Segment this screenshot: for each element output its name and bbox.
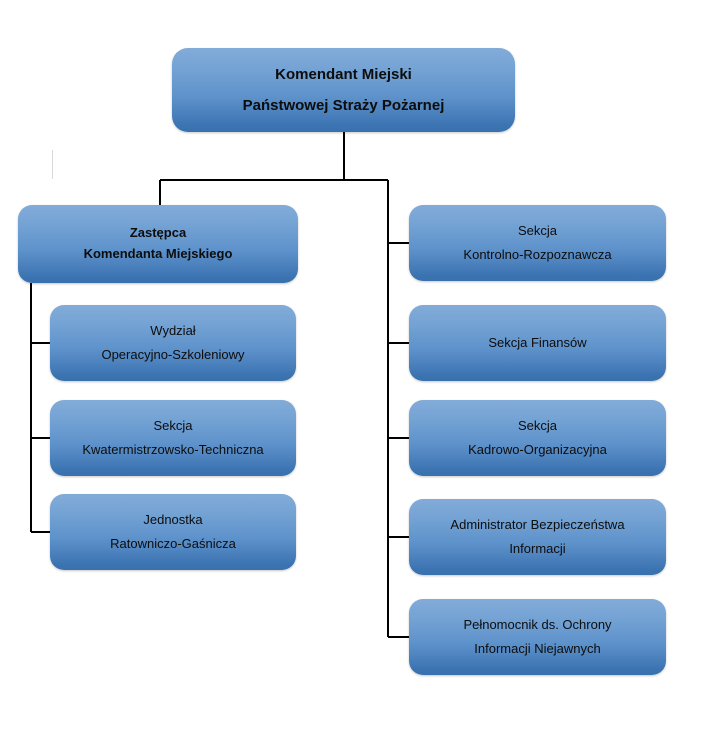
node-administrator-bezpieczenstwa-informacji[interactable]: Administrator Bezpieczeństwa Informacji <box>409 499 666 575</box>
node-pelnomocnik-ochrony-informacji-niejawnych-label: Pełnomocnik ds. Ochrony Informacji Nieja… <box>463 616 612 656</box>
artifact-mark <box>52 150 53 179</box>
node-wydzial-operacyjno-szkoleniowy-label: Wydział Operacyjno-Szkoleniowy <box>101 322 245 362</box>
node-sekcja-kwatermistrzowsko-techniczna[interactable]: Sekcja Kwatermistrzowsko-Techniczna <box>50 400 296 476</box>
node-zastepca-komendanta[interactable]: Zastępca Komendanta Miejskiego <box>18 205 298 283</box>
node-jednostka-ratowniczo-gasnicza[interactable]: Jednostka Ratowniczo-Gaśnicza <box>50 494 296 570</box>
node-komendant-miejski[interactable]: Komendant Miejski Państwowej Straży Poża… <box>172 48 515 132</box>
node-sekcja-kwatermistrzowsko-techniczna-label: Sekcja Kwatermistrzowsko-Techniczna <box>82 417 264 457</box>
node-sekcja-kadrowo-organizacyjna-label: Sekcja Kadrowo-Organizacyjna <box>468 417 607 457</box>
node-administrator-bezpieczenstwa-informacji-label: Administrator Bezpieczeństwa Informacji <box>450 516 625 556</box>
node-sekcja-finansow-label: Sekcja Finansów <box>488 334 587 350</box>
node-wydzial-operacyjno-szkoleniowy[interactable]: Wydział Operacyjno-Szkoleniowy <box>50 305 296 381</box>
node-sekcja-kontrolno-rozpoznawcza-label: Sekcja Kontrolno-Rozpoznawcza <box>463 222 612 262</box>
node-sekcja-kadrowo-organizacyjna[interactable]: Sekcja Kadrowo-Organizacyjna <box>409 400 666 476</box>
node-sekcja-finansow[interactable]: Sekcja Finansów <box>409 305 666 381</box>
node-pelnomocnik-ochrony-informacji-niejawnych[interactable]: Pełnomocnik ds. Ochrony Informacji Nieja… <box>409 599 666 675</box>
node-sekcja-kontrolno-rozpoznawcza[interactable]: Sekcja Kontrolno-Rozpoznawcza <box>409 205 666 281</box>
node-komendant-miejski-label: Komendant Miejski Państwowej Straży Poża… <box>242 65 445 115</box>
node-zastepca-komendanta-label: Zastępca Komendanta Miejskiego <box>83 225 233 261</box>
node-jednostka-ratowniczo-gasnicza-label: Jednostka Ratowniczo-Gaśnicza <box>110 511 236 551</box>
